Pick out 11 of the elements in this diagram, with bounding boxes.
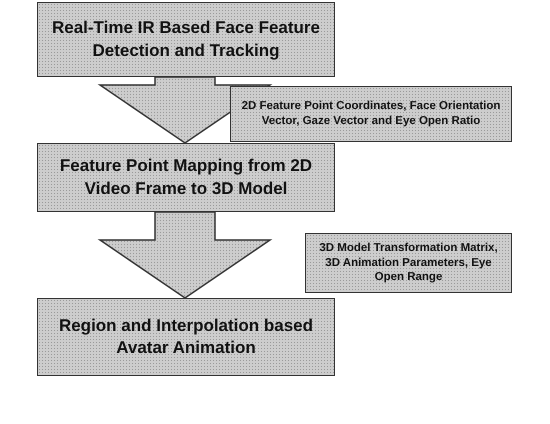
process-box [37,298,335,376]
note-box [305,233,512,293]
box-text: Real-Time IR Based Face Feature Detection and Tracking [50,17,321,62]
process-box [37,143,335,212]
box-text: Region and Interpolation based Avatar Animation [58,314,314,359]
note-box [230,86,512,142]
box-text: Feature Point Mapping from 2D Video Frame to 3D Model [58,155,314,200]
process-box [37,2,335,77]
box-text: 3D Model Transformation Matrix, 3D Animation Parameters, Eye Open Range [318,240,499,286]
block-arrow [98,211,272,299]
box-text: 2D Feature Point Coordinates, Face Orientation Vector, Gaze Vector and Eye Open Ratio [240,99,502,129]
